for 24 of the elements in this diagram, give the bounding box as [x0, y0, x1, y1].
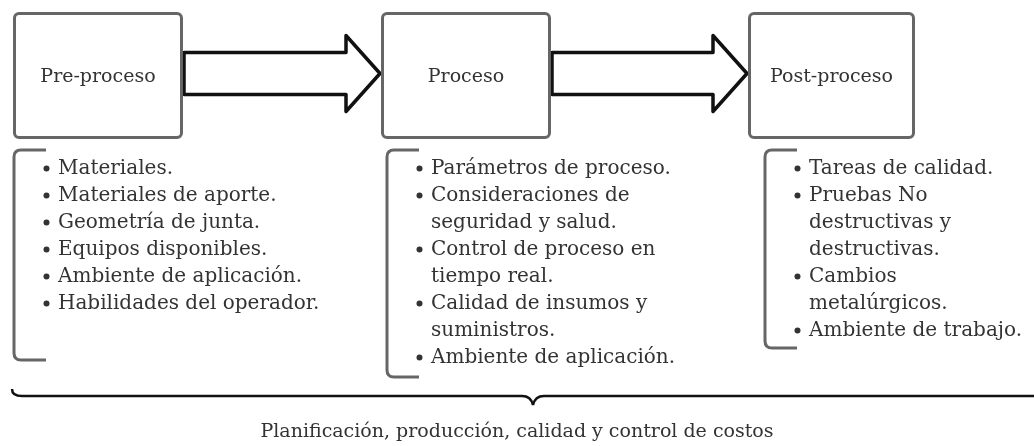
list-item: Parámetros de proceso. [431, 154, 672, 181]
process-box [748, 12, 915, 139]
block-arrow [182, 33, 382, 114]
list-item: Pruebas No destructivas y destructivas. [809, 181, 953, 262]
list-item: Habilidades del operador. [58, 289, 321, 316]
process-box [13, 12, 183, 139]
box-title: Proceso [427, 63, 505, 89]
list-item: Materiales de aporte. [58, 181, 278, 208]
list-item: Materiales. [58, 154, 174, 181]
list-item: Ambiente de aplicación. [431, 343, 677, 370]
box-title: Post-proceso [770, 63, 893, 89]
caption-text: Planificación, producción, calidad y control de costos [259, 418, 775, 443]
box-title: Pre-proceso [40, 63, 156, 89]
list-item: Cambios metalúrgicos. [809, 262, 949, 316]
list-item: Equipos disponibles. [58, 235, 269, 262]
list-item: Geometría de junta. [58, 208, 262, 235]
list-item: Consideraciones de seguridad y salud. [431, 181, 631, 235]
list-item: Calidad de insumos y suministros. [431, 289, 649, 343]
list-item: Ambiente de trabajo. [809, 316, 1024, 343]
process-box [381, 12, 551, 139]
list-item: Control de proceso en tiempo real. [431, 235, 657, 289]
list-item: Ambiente de aplicación. [58, 262, 304, 289]
block-arrow [550, 33, 749, 114]
list-item: Tareas de calidad. [809, 154, 995, 181]
